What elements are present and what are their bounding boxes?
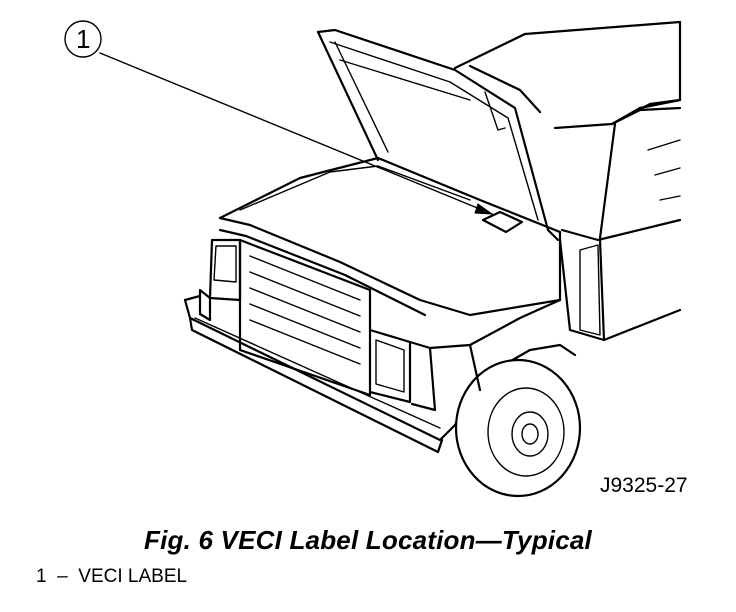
raised-hood bbox=[316, 28, 560, 242]
callout-number: 1 bbox=[76, 24, 90, 54]
front-end bbox=[183, 238, 457, 454]
fender-top bbox=[218, 156, 562, 317]
front-wheel bbox=[428, 298, 582, 498]
figure-caption: Fig. 6 VECI Label Location—Typical bbox=[144, 525, 592, 555]
vehicle-body bbox=[453, 20, 682, 342]
legend-label: VECI LABEL bbox=[78, 566, 188, 587]
legend: 1 – VECI LABEL bbox=[36, 566, 187, 588]
vehicle-illustration: 1 bbox=[64, 20, 688, 498]
figure-id: J9325-27 bbox=[600, 474, 688, 497]
leader-line bbox=[99, 52, 493, 215]
leader-arrowhead bbox=[474, 203, 494, 215]
legend-number: 1 bbox=[36, 566, 47, 587]
legend-separator: – bbox=[57, 566, 68, 587]
veci-label-marker bbox=[481, 210, 524, 234]
callout-1: 1 bbox=[64, 20, 102, 58]
